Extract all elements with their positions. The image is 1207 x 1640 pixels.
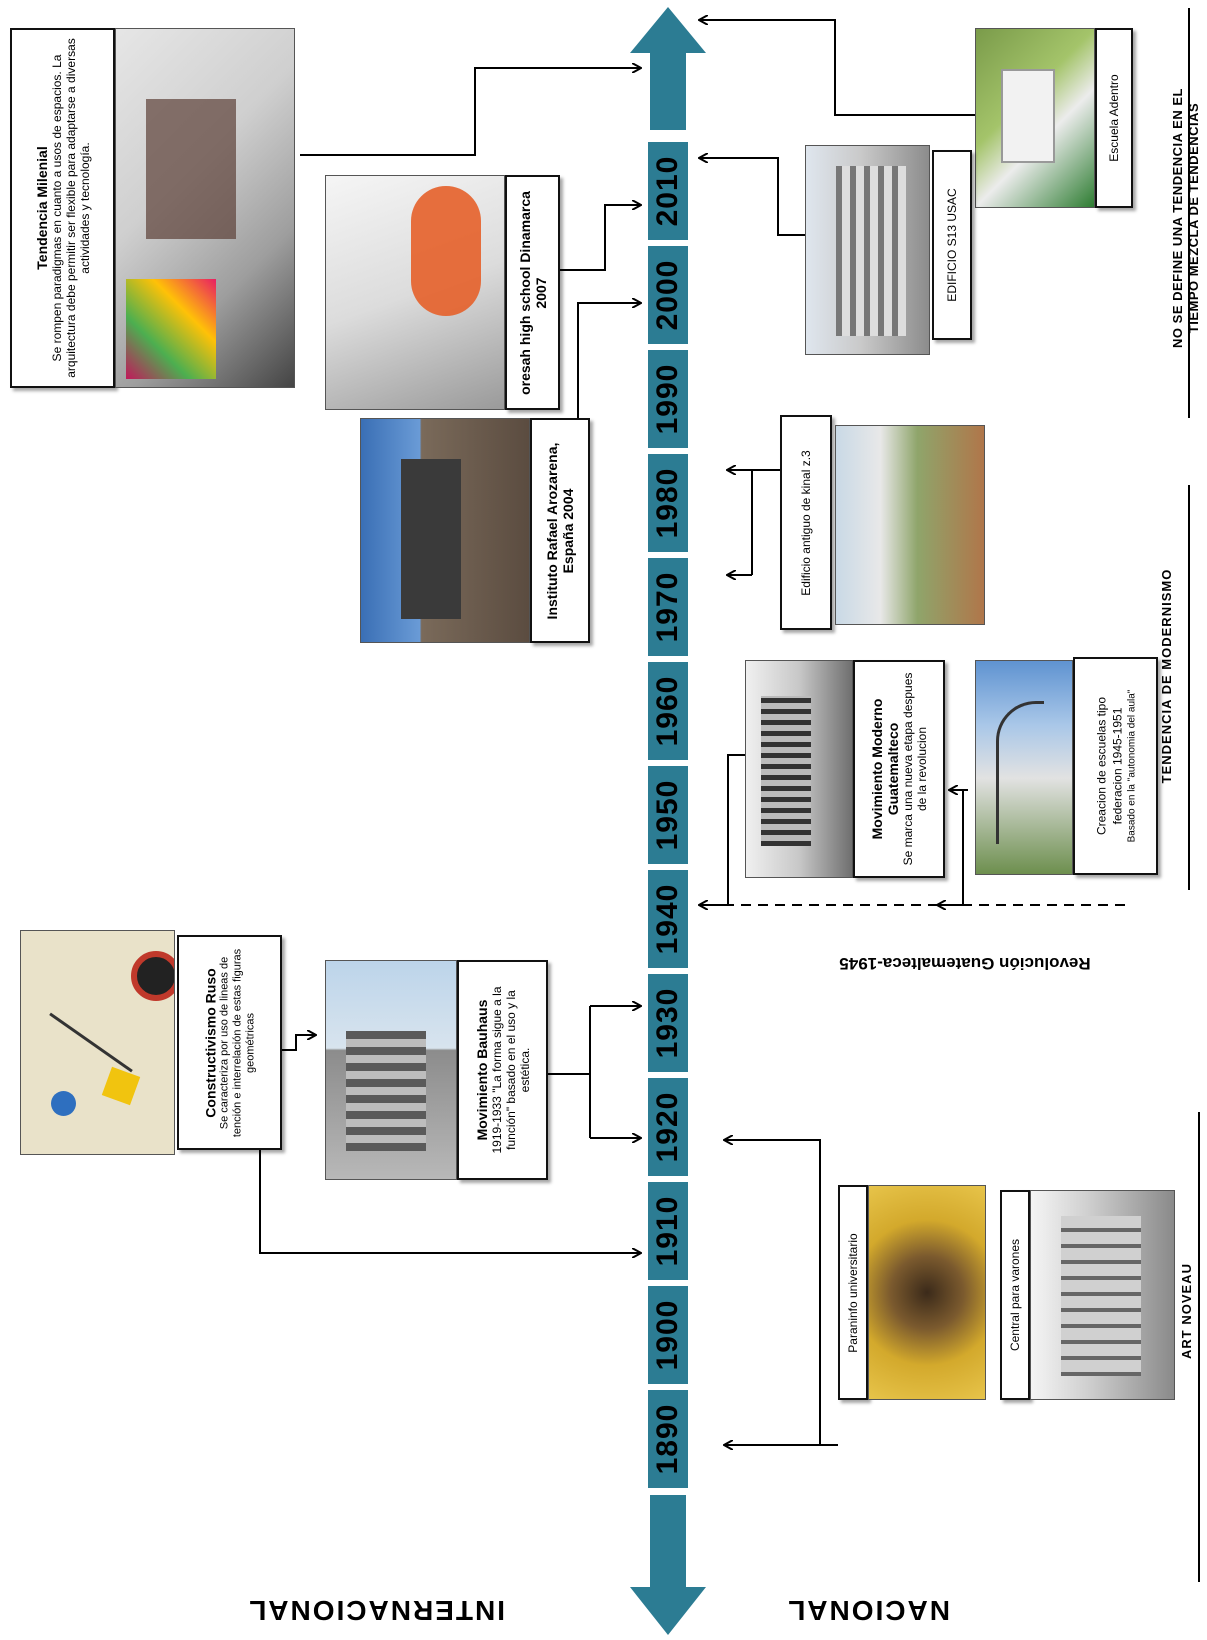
revolution-label: Revolución Guatemalteca-1945 bbox=[839, 954, 1091, 973]
photo-bauhaus bbox=[325, 960, 457, 1180]
no-tendencia-label: NO SE DEFINE UNA TENDENCIA EN EL TIEMPO … bbox=[1170, 33, 1204, 403]
photo-escuelas-tipo bbox=[975, 660, 1073, 875]
no-tendencia-divider bbox=[1188, 8, 1190, 418]
photo-kinal bbox=[835, 425, 985, 625]
arrow-moderno bbox=[700, 754, 745, 905]
timeline-decade-label: 1990 bbox=[651, 363, 684, 435]
arrow-rafael bbox=[577, 303, 640, 420]
card-oresah: oresah high school Dinamarca 2007 bbox=[505, 175, 560, 410]
timeline-decade-2000: 2000 bbox=[648, 246, 688, 344]
oresah-title: oresah high school Dinamarca 2007 bbox=[516, 190, 549, 395]
arrow-kinal bbox=[730, 469, 780, 576]
kinal-title: Edificio antiguo de kinal z.3 bbox=[799, 449, 813, 596]
arrow-art-noveau bbox=[725, 1140, 838, 1446]
modernismo-label: TENDENCIA DE MODERNISMO bbox=[1159, 568, 1174, 784]
section-internacional: INTERNACIONAL bbox=[247, 1595, 505, 1626]
timeline-decade-1900: 1900 bbox=[648, 1286, 688, 1384]
card-escuelas-tipo: Creacion de escuelas tipo federacion 194… bbox=[1073, 657, 1158, 875]
photo-escuela-adentro bbox=[975, 28, 1095, 208]
timeline-decade-label: 1940 bbox=[651, 883, 684, 955]
photo-paraninfo bbox=[868, 1185, 986, 1400]
milenial-text: Se rompen paradigmas en cuanto a usos de… bbox=[49, 38, 92, 378]
timeline-decade-1990: 1990 bbox=[648, 350, 688, 448]
arrow-escuela-adentro bbox=[700, 20, 975, 116]
timeline-decade-1940: 1940 bbox=[648, 870, 688, 968]
timeline-decade-label: 1920 bbox=[651, 1091, 684, 1163]
timeline-decade-label: 1980 bbox=[651, 467, 684, 539]
arrow-milenial bbox=[300, 68, 640, 156]
s13-title: EDIFICIO S13 USAC bbox=[945, 188, 959, 302]
moderno-gt-title: Movimiento Moderno Guatemalteco bbox=[869, 698, 901, 840]
bauhaus-title: Movimiento Bauhaus bbox=[473, 999, 490, 1141]
timeline-arrow-up-icon bbox=[630, 7, 706, 65]
timeline-decade-label: 2010 bbox=[651, 155, 684, 227]
card-s13: EDIFICIO S13 USAC bbox=[932, 150, 972, 340]
photo-s13-usac bbox=[805, 145, 930, 355]
photo-central-varones bbox=[1030, 1190, 1175, 1400]
arrow-oresah bbox=[555, 205, 640, 271]
card-constructivismo: Constructivismo Ruso Se caracteriza por … bbox=[177, 935, 282, 1150]
escuelas-tipo-text: Basado en la "autonomia del aula" bbox=[1126, 689, 1137, 843]
moderno-gt-text: Se marca una nueva etapa despues de la r… bbox=[901, 672, 929, 866]
timeline-decade-label: 1910 bbox=[651, 1195, 684, 1267]
arrow-s13 bbox=[700, 158, 805, 236]
card-escuela-adentro: Escuela Adentro bbox=[1095, 28, 1133, 208]
rafael-title: Instituto Rafael Arozarena, España 2004 bbox=[544, 442, 576, 619]
timeline-decade-1930: 1930 bbox=[648, 974, 688, 1072]
constructivismo-title: Constructivismo Ruso bbox=[202, 967, 218, 1118]
timeline-decade-2010: 2010 bbox=[648, 142, 688, 240]
bauhaus-text: 1919-1933 "La forma sigue a la función" … bbox=[489, 986, 532, 1154]
timeline-decade-label: 1970 bbox=[651, 571, 684, 643]
escuelas-tipo-title: Creacion de escuelas tipo federacion 194… bbox=[1094, 696, 1124, 836]
no-tendencia-line-1: NO SE DEFINE UNA TENDENCIA EN EL bbox=[1170, 88, 1185, 348]
timeline-decade-label: 2000 bbox=[651, 259, 684, 331]
escuela-adentro-title: Escuela Adentro bbox=[1107, 74, 1121, 162]
photo-oresah bbox=[325, 175, 505, 410]
timeline-arrow-down-icon bbox=[630, 1575, 706, 1635]
photo-milenial-classroom bbox=[115, 28, 295, 388]
central-varones-title: Central para varones bbox=[1008, 1238, 1022, 1352]
section-nacional: NACIONAL bbox=[786, 1595, 950, 1626]
card-moderno-gt: Movimiento Moderno Guatemalteco Se marca… bbox=[853, 660, 945, 878]
constructivismo-text: Se caracteriza por uso de lineas de tenc… bbox=[218, 948, 256, 1137]
modernismo-divider bbox=[1188, 485, 1190, 890]
photo-rafael bbox=[360, 418, 530, 643]
art-noveau-divider bbox=[1198, 1112, 1200, 1582]
card-rafael: Instituto Rafael Arozarena, España 2004 bbox=[530, 418, 590, 643]
arrow-constructivismo-1910 bbox=[259, 1150, 640, 1253]
card-kinal: Edificio antiguo de kinal z.3 bbox=[780, 415, 832, 630]
art-noveau-label: ART NOVEAU bbox=[1179, 1263, 1194, 1359]
timeline-decade-label: 1960 bbox=[651, 675, 684, 747]
arrow-bauhaus bbox=[548, 1005, 640, 1139]
timeline-decade-label: 1930 bbox=[651, 987, 684, 1059]
card-paraninfo: Paraninfo universitario bbox=[838, 1185, 868, 1400]
timeline-decade-label: 1950 bbox=[651, 779, 684, 851]
timeline-decade-1920: 1920 bbox=[648, 1078, 688, 1176]
card-central-varones: Central para varones bbox=[1000, 1190, 1030, 1400]
card-bauhaus: Movimiento Bauhaus 1919-1933 "La forma s… bbox=[457, 960, 548, 1180]
timeline-decade-1890: 1890 bbox=[648, 1390, 688, 1488]
no-tendencia-line-2: TIEMPO MEZCLA DE TENDENCIAS bbox=[1186, 102, 1201, 334]
arrow-constructivismo-bauhaus bbox=[282, 1035, 315, 1051]
timeline-decade-label: 1890 bbox=[651, 1403, 684, 1475]
timeline-decade-1970: 1970 bbox=[648, 558, 688, 656]
timeline-decade-1950: 1950 bbox=[648, 766, 688, 864]
card-tendencia-milenial: Tendencia Milenial Se rompen paradigmas … bbox=[10, 28, 115, 388]
timeline-shaft-top bbox=[650, 60, 686, 130]
timeline-decade-label: 1900 bbox=[651, 1299, 684, 1371]
timeline-decade-1960: 1960 bbox=[648, 662, 688, 760]
timeline-decade-1980: 1980 bbox=[648, 454, 688, 552]
photo-moderno-gt bbox=[745, 660, 853, 878]
timeline-decade-1910: 1910 bbox=[648, 1182, 688, 1280]
milenial-title: Tendencia Milenial bbox=[33, 146, 50, 270]
photo-constructivismo-painting bbox=[20, 930, 175, 1155]
paraninfo-title: Paraninfo universitario bbox=[846, 1232, 860, 1353]
